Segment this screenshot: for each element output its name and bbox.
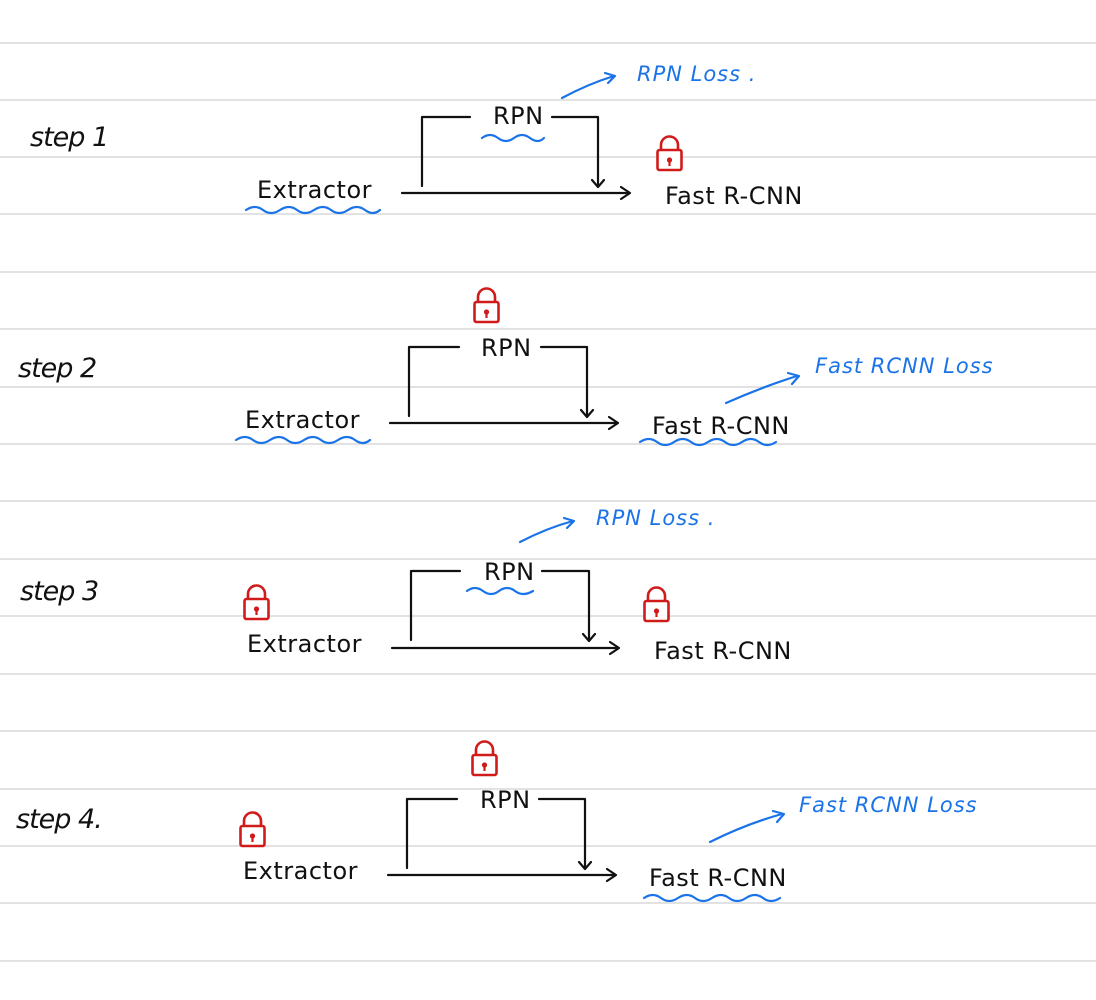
step-4-rpn-output-line	[537, 797, 587, 870]
step-4-extractor-lock-icon	[239, 811, 266, 848]
step-1-fast-rcnn: Fast R-CNN	[665, 182, 803, 210]
step-3-rpn-arrowhead	[581, 632, 597, 643]
step-3-rpn-loss-arrowhead	[562, 516, 576, 530]
step-1-label: step 1	[30, 122, 108, 153]
step-2-rpn-arrowhead	[579, 408, 595, 419]
ruled-lines	[0, 42, 1096, 962]
step-2-fast-rcnn-loss: Fast RCNN Loss	[815, 354, 994, 378]
step-2-label: step 2	[18, 353, 96, 384]
step-4-fast-rcnn: Fast R-CNN	[649, 864, 787, 892]
step-1-rpn-loss: RPN Loss .	[637, 62, 756, 86]
step-3-rpn-underline	[465, 586, 535, 596]
step-3-head-lock-icon	[643, 586, 670, 623]
step-1-rpn-loss-arrow	[560, 74, 616, 100]
step-4-rpn-arrowhead	[577, 860, 593, 871]
step-3-rpn: RPN	[484, 558, 535, 586]
step-1-rpn-loss-arrowhead	[603, 71, 617, 85]
step-2-loss-arrow	[724, 374, 799, 405]
step-4-main-arrowhead	[605, 867, 618, 883]
step-2-main-arrowhead	[607, 415, 620, 431]
step-3-rpn-input-line	[409, 569, 462, 642]
step-1-main-arrowhead	[619, 185, 632, 201]
step-1-rpn: RPN	[493, 102, 544, 130]
step-3-label: step 3	[20, 576, 98, 607]
step-2-loss-arrowhead	[786, 371, 801, 386]
step-3-diagram: step 3 RPN Loss . RPN Extractor Fast R-C…	[20, 506, 792, 665]
step-3-rpn-loss-arrow	[518, 519, 575, 544]
step-2-fast-rcnn: Fast R-CNN	[652, 412, 790, 440]
step-4-rpn: RPN	[480, 786, 531, 814]
step-1-head-lock-icon	[656, 135, 683, 172]
step-1-extractor-underline	[244, 205, 382, 215]
step-1-rpn-underline	[480, 133, 546, 143]
step-1-rpn-arrowhead	[590, 178, 606, 189]
step-2-diagram: step 2 RPN Extractor Fast R-CNN Fast RCN…	[18, 287, 994, 447]
step-4-extractor: Extractor	[243, 857, 358, 885]
step-3-extractor: Extractor	[247, 630, 362, 658]
step-1-extractor: Extractor	[257, 176, 372, 204]
step-2-extractor: Extractor	[245, 406, 360, 434]
step-4-diagram: step 4. RPN Extractor Fast R-CNN Fast RC…	[16, 740, 978, 903]
step-2-fast-rcnn-underline	[638, 437, 778, 447]
step-4-loss-arrowhead	[771, 809, 786, 824]
step-2-extractor-underline	[234, 435, 372, 445]
step-4-rpn-input-line	[405, 797, 459, 870]
step-3-rpn-output-line	[540, 569, 591, 642]
step-4-fast-rcnn-underline	[642, 893, 782, 903]
step-2-rpn-lock-icon	[473, 287, 500, 324]
step-4-loss-arrow	[708, 812, 784, 844]
step-3-rpn-loss: RPN Loss .	[596, 506, 715, 530]
step-4-rpn-lock-icon	[471, 740, 498, 777]
step-1-diagram: step 1 RPN Loss . RPN Extractor Fast R-C…	[30, 62, 803, 215]
step-4-label: step 4.	[16, 804, 102, 835]
step-3-extractor-lock-icon	[243, 584, 270, 621]
step-3-fast-rcnn: Fast R-CNN	[654, 637, 792, 665]
step-1-rpn-output-line	[550, 115, 600, 188]
step-4-fast-rcnn-loss: Fast RCNN Loss	[799, 793, 978, 817]
step-2-rpn: RPN	[481, 334, 532, 362]
step-2-rpn-input-line	[407, 345, 461, 418]
step-3-main-arrowhead	[608, 640, 621, 656]
step-1-rpn-input-line	[420, 115, 472, 188]
step-2-rpn-output-line	[539, 345, 589, 418]
